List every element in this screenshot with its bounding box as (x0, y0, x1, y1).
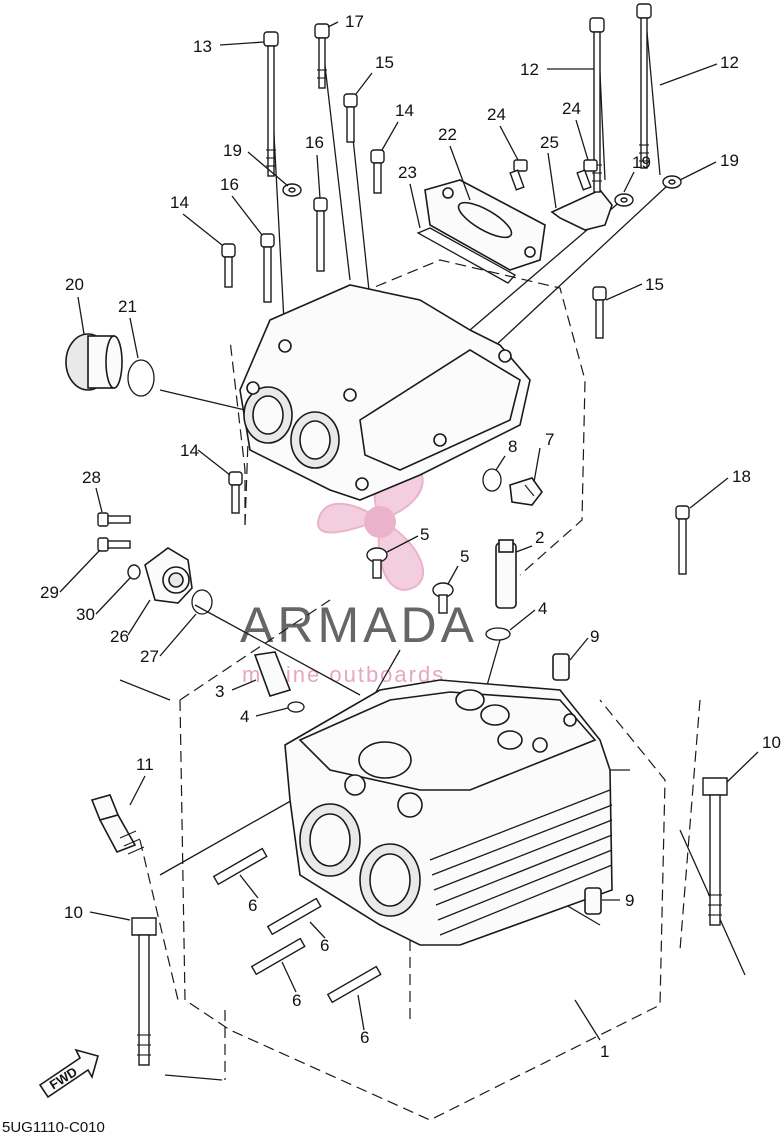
fwd-arrow-icon: FWD (38, 1048, 99, 1099)
drawing-code: 5UG1110-C010 (2, 1119, 105, 1136)
callout-24b: 24 (562, 99, 581, 118)
callout-6a: 6 (248, 896, 257, 915)
callout-16a: 16 (305, 133, 324, 152)
watermark-brand: ARMADA (240, 597, 478, 653)
o-ring-21 (127, 359, 155, 397)
callout-14b: 14 (170, 193, 189, 212)
callout-9b: 9 (625, 891, 634, 910)
callout-4a: 4 (538, 599, 547, 618)
callout-9a: 9 (590, 627, 599, 646)
callout-19c: 19 (720, 151, 739, 170)
callout-5b: 5 (460, 547, 469, 566)
callout-8: 8 (508, 437, 517, 456)
plug (65, 333, 123, 391)
callout-23: 23 (398, 163, 417, 182)
callout-5a: 5 (420, 525, 429, 544)
callout-18: 18 (732, 467, 751, 486)
callout-15b: 15 (645, 275, 664, 294)
bracket (550, 189, 613, 231)
callout-29: 29 (40, 583, 59, 602)
callout-2: 2 (535, 528, 544, 547)
callout-17: 17 (345, 12, 364, 31)
callout-6d: 6 (360, 1028, 369, 1047)
callout-20: 20 (65, 275, 84, 294)
callout-3: 3 (215, 682, 224, 701)
callout-16b: 16 (220, 175, 239, 194)
callout-19b: 19 (632, 153, 651, 172)
callout-19a: 19 (223, 141, 242, 160)
callout-26: 26 (110, 627, 129, 646)
callout-leaders (59, 21, 759, 1031)
callout-25: 25 (540, 133, 559, 152)
cover-plate (424, 179, 546, 271)
head-cover-block (239, 284, 531, 501)
callouts: 1 2 3 4 4 5 5 6 6 6 6 7 8 9 9 10 10 11 1… (40, 12, 781, 1061)
callout-6c: 6 (292, 991, 301, 1010)
cylinder-head (284, 679, 613, 946)
callout-15a: 15 (375, 53, 394, 72)
washers (282, 175, 682, 207)
callout-24a: 24 (487, 105, 506, 124)
callout-10b: 10 (64, 903, 83, 922)
callout-13: 13 (193, 37, 212, 56)
callout-11: 11 (136, 755, 154, 774)
callout-28: 28 (82, 468, 101, 487)
callout-14c: 14 (180, 441, 199, 460)
cover-gasket (416, 227, 517, 284)
callout-30: 30 (76, 605, 95, 624)
callout-4b: 4 (240, 707, 249, 726)
callout-12b: 12 (720, 53, 739, 72)
callout-21: 21 (118, 297, 137, 316)
stud-bolts (212, 847, 382, 1004)
side-fittings (90, 468, 602, 915)
callout-6b: 6 (320, 936, 329, 955)
callout-12a: 12 (520, 60, 539, 79)
callout-10a: 10 (762, 733, 781, 752)
callout-7: 7 (545, 430, 554, 449)
callout-27: 27 (140, 647, 159, 666)
short-bolts (97, 93, 690, 575)
callout-14a: 14 (395, 101, 414, 120)
callout-1: 1 (600, 1042, 609, 1061)
callout-22: 22 (438, 125, 457, 144)
long-bolts (131, 3, 728, 1066)
